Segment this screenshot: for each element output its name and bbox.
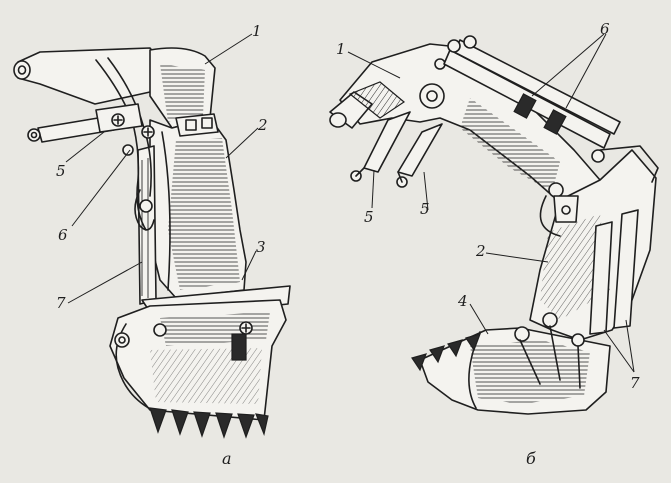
cylinders-6-b [443, 35, 621, 149]
arm-nose [17, 47, 161, 105]
stick-b-bracket-hole [561, 205, 571, 215]
bolt-heads-a [111, 113, 155, 213]
boom-assembly-b [329, 33, 659, 415]
callout-right-1: 1 [336, 40, 346, 58]
boom-plate-hatch [168, 138, 240, 290]
callout-right-2: 2 [475, 242, 486, 260]
hose-1 [95, 59, 147, 231]
arm-nose-pin-hole [17, 65, 27, 75]
callout-right-5a: 5 [364, 208, 374, 226]
bucket-linkage-b [514, 312, 585, 389]
boom-pivot-b [419, 83, 445, 109]
callout-left-3: 3 [256, 238, 266, 256]
stick-b-bracket [553, 195, 579, 223]
callout-left-1: 1 [252, 22, 262, 40]
callout-left-2: 2 [257, 116, 268, 134]
callout-right-4: 4 [457, 292, 468, 310]
callouts-left: 1 2 3 5 6 7 [56, 22, 268, 312]
callout-left-5: 5 [56, 162, 66, 180]
caption-a: а [222, 449, 232, 468]
boom-arm-hatch [460, 98, 560, 192]
stick-column [137, 145, 157, 305]
hose-loop [134, 189, 155, 231]
caption-b: б [526, 449, 536, 468]
callout-left-6: 6 [58, 226, 68, 244]
stick-b-bolt-2 [548, 182, 564, 198]
boom-assembly-a [13, 33, 291, 439]
bucket-a [109, 299, 287, 439]
callout-right-5b: 5 [420, 200, 430, 218]
boom-pivot-hole-b [426, 90, 438, 102]
callout-right-7: 7 [630, 374, 640, 392]
callout-right-6: 6 [600, 20, 610, 38]
stick-b-cap [599, 145, 659, 183]
cylinder-5-a [27, 103, 143, 143]
boom-plate-edge [161, 131, 171, 291]
boom-top-hatch [160, 64, 205, 122]
hinge-slot-1 [185, 119, 197, 131]
leaders-a [65, 33, 259, 304]
leaders-b [347, 33, 635, 373]
arm-nose-pin [13, 60, 31, 80]
cylinders-5-b [350, 111, 443, 188]
stick-b-bolt-1 [591, 149, 605, 163]
callout-left-7: 7 [56, 294, 66, 312]
bucket-teeth-a [149, 407, 269, 439]
callouts-right: 1 6 2 4 5 5 7 [336, 20, 640, 392]
boom-nose-drum [348, 81, 406, 119]
hinge-slot-2 [201, 117, 213, 129]
bucket-b [411, 312, 611, 415]
hose-b [539, 195, 561, 237]
boom-nose-pin-b [329, 112, 347, 128]
bucket-teeth-b [411, 333, 481, 372]
